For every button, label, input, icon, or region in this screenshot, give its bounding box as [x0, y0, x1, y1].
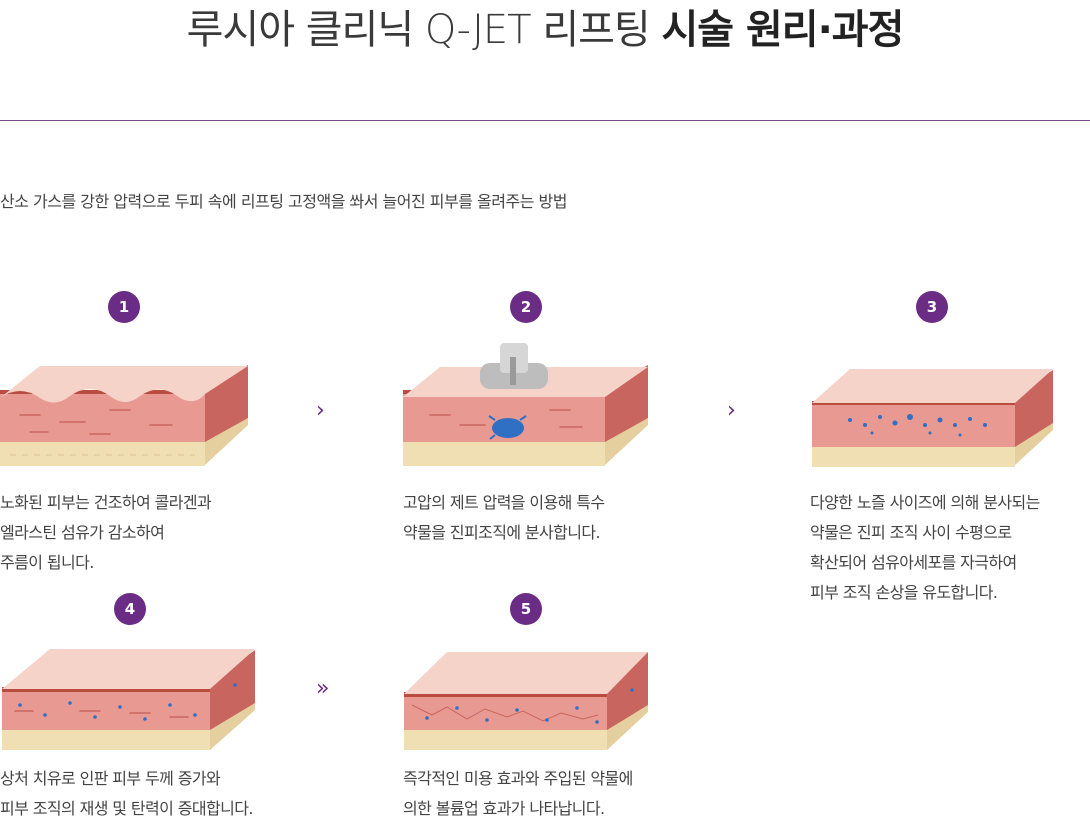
double-arrow-icon: » [316, 676, 330, 701]
next-arrow-icon: › [316, 398, 325, 423]
step-3-description: 다양한 노즐 사이즈에 의해 분사되는 약물은 진피 조직 사이 수평으로 확산… [810, 493, 1040, 602]
intro-text: 산소 가스를 강한 압력으로 두피 속에 리프팅 고정액을 쏴서 늘어진 피부를… [0, 192, 567, 211]
step-2-skin-illustration [403, 343, 648, 466]
step-5-description: 즉각적인 미용 효과와 주입된 약물에 의한 볼륨업 효과가 나타납니다. [403, 769, 633, 818]
step-2-badge: 2 [510, 291, 542, 323]
page-title: 루시아 클리닉 Q-JET 리프팅 시술 원리·과정 [186, 7, 905, 53]
step-5-badge: 5 [510, 593, 542, 625]
next-arrow-icon: › [727, 398, 736, 423]
step-1-description: 노화된 피부는 건조하여 콜라겐과 엘라스틴 섬유가 감소하여 주름이 됩니다. [0, 493, 212, 572]
title-divider [0, 120, 1090, 121]
step-4-skin-illustration [2, 649, 255, 750]
step-4-description: 상처 치유로 인판 피부 두께 증가와 피부 조직의 재생 및 탄력이 증대합니… [0, 769, 253, 818]
step-2-description: 고압의 제트 압력을 이용해 특수 약물을 진피조직에 분사합니다. [403, 493, 605, 542]
step-3-badge: 3 [916, 291, 948, 323]
step-3-skin-illustration [812, 369, 1053, 467]
step-1-badge: 1 [108, 291, 140, 323]
step-1-skin-illustration [0, 365, 248, 466]
step-5-skin-illustration [404, 652, 648, 750]
step-4-badge: 4 [114, 593, 146, 625]
